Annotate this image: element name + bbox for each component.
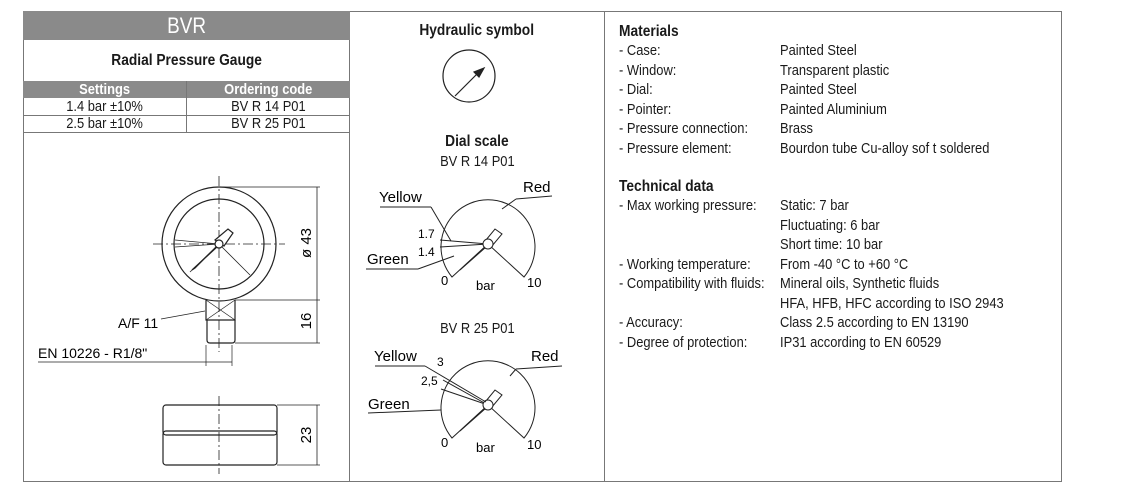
yellow-upper-mark: 3 — [437, 355, 444, 369]
scale-max: 10 — [527, 437, 541, 452]
datasheet-frame — [23, 11, 1062, 482]
product-title: Radial Pressure Gauge — [111, 52, 262, 69]
scale-unit: bar — [476, 278, 495, 293]
scale-unit: bar — [476, 440, 495, 455]
spec-value: Class 2.5 according to EN 13190 — [780, 314, 969, 331]
spec-label: - Pressure connection: — [619, 120, 749, 137]
yellow-label: Yellow — [379, 189, 422, 206]
spec-label: - Max working pressure: — [619, 197, 757, 214]
spec-value: Painted Aluminium — [780, 100, 887, 118]
green-label: Green — [368, 396, 410, 413]
dial-code-1: BV R 14 P01 — [439, 153, 515, 170]
yellow-lower-mark: 1.4 — [418, 245, 435, 259]
af-label: A/F 11 — [118, 315, 158, 331]
spec-value: Transparent plastic — [780, 61, 890, 79]
spec-value: Painted Steel — [780, 81, 857, 98]
yellow-upper-mark: 1.7 — [418, 227, 435, 241]
spec-value: Brass — [780, 120, 813, 137]
technical-data-title: Technical data — [619, 178, 714, 195]
green-label: Green — [367, 251, 409, 268]
depth-dimension: 23 — [298, 427, 315, 444]
spec-value: Painted Steel — [780, 42, 857, 59]
table-divider — [186, 81, 187, 132]
setting-value: 1.4 bar ±10% — [66, 98, 143, 115]
header-settings: Settings — [79, 81, 130, 98]
spec-value: Static: 7 bar — [780, 197, 849, 214]
table-row — [23, 115, 350, 133]
ordering-code-value: BV R 14 P01 — [230, 98, 306, 115]
gauge-front-view — [38, 176, 320, 474]
setting-value: 2.5 bar ±10% — [66, 115, 143, 132]
dial-scale-2 — [367, 360, 563, 439]
yellow-lower-mark: 2,5 — [421, 374, 438, 388]
product-code: BVR — [167, 13, 206, 38]
spec-value: Short time: 10 bar — [780, 236, 883, 253]
spec-label: - Case: — [619, 42, 661, 59]
red-label: Red — [531, 348, 559, 365]
red-label: Red — [523, 179, 551, 196]
product-code-header: BVR — [23, 11, 350, 40]
spec-value: HFA, HFB, HFC according to ISO 2943 — [780, 294, 1004, 312]
ordering-code-value: BV R 25 P01 — [230, 115, 306, 132]
column-divider — [604, 11, 605, 482]
materials-title: Materials — [619, 23, 679, 40]
scale-max: 10 — [527, 275, 541, 290]
header-ordering-code: Ordering code — [223, 81, 313, 98]
scale-min: 0 — [441, 273, 448, 288]
pressure-gauge-symbol-icon — [442, 49, 496, 103]
spec-value: Bourdon tube Cu-alloy sof t soldered — [780, 139, 990, 157]
spec-value: Fluctuating: 6 bar — [780, 216, 880, 234]
spec-label: - Compatibility with fluids: — [619, 275, 765, 292]
spec-label: - Pressure element: — [619, 139, 732, 157]
dial-scale-1 — [366, 195, 553, 278]
scale-min: 0 — [441, 435, 448, 450]
spec-value: Mineral oils, Synthetic fluids — [780, 275, 940, 292]
diameter-dimension: ø 43 — [298, 228, 315, 258]
hydraulic-symbol-title: Hydraulic symbol — [419, 22, 535, 39]
spec-label: - Dial: — [619, 81, 653, 98]
spec-label: - Working temperature: — [619, 255, 751, 273]
dial-code-2: BV R 25 P01 — [439, 320, 515, 337]
spec-label: - Pointer: — [619, 100, 672, 118]
table-row — [23, 98, 350, 116]
spec-value: From -40 °C to +60 °C — [780, 255, 909, 273]
stem-height-dimension: 16 — [298, 313, 315, 330]
dial-scale-title: Dial scale — [445, 133, 509, 150]
spec-label: - Degree of protection: — [619, 333, 748, 351]
spec-label: - Accuracy: — [619, 314, 683, 331]
yellow-label: Yellow — [374, 348, 417, 365]
column-divider — [349, 11, 350, 482]
thread-label: EN 10226 - R1/8" — [38, 345, 147, 361]
spec-label: - Window: — [619, 61, 677, 79]
spec-value: IP31 according to EN 60529 — [780, 333, 942, 351]
